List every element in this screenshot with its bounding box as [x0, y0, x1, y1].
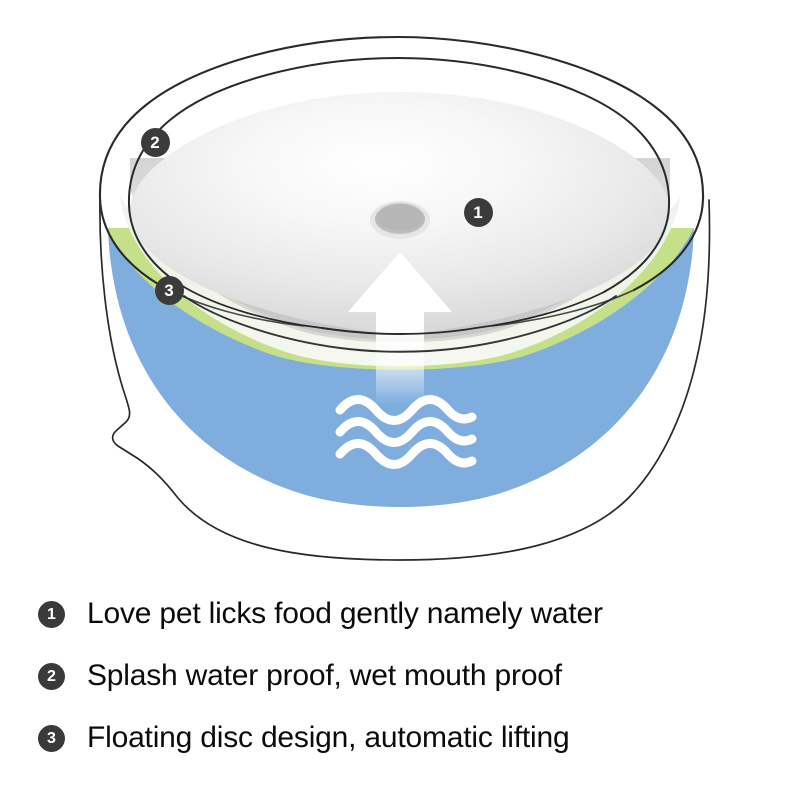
- legend-text-1: Love pet licks food gently namely water: [87, 597, 603, 630]
- callout-badge-3[interactable]: 3: [154, 275, 184, 305]
- callout-badge-2[interactable]: 2: [140, 127, 170, 157]
- legend-item-2: 2 Splash water proof, wet mouth proof: [0, 645, 800, 707]
- bowl-sketch-outline: [98, 35, 711, 561]
- callout-badge-1[interactable]: 1: [463, 197, 493, 227]
- water-wave-icon: [335, 395, 477, 469]
- feature-legend: 1 Love pet licks food gently namely wate…: [0, 575, 800, 800]
- legend-item-3: 3 Floating disc design, automatic liftin…: [0, 707, 800, 769]
- legend-badge-1: 1: [38, 600, 65, 628]
- disc-center-dimple-icon: [370, 201, 430, 239]
- up-arrow-icon: [348, 252, 452, 404]
- legend-badge-3: 3: [38, 724, 65, 752]
- legend-badge-2: 2: [38, 662, 65, 690]
- legend-text-3: Floating disc design, automatic lifting: [87, 721, 570, 754]
- legend-item-1: 1 Love pet licks food gently namely wate…: [0, 583, 800, 645]
- bowl-illustration: 1 2 3: [98, 35, 711, 561]
- legend-text-2: Splash water proof, wet mouth proof: [87, 659, 562, 692]
